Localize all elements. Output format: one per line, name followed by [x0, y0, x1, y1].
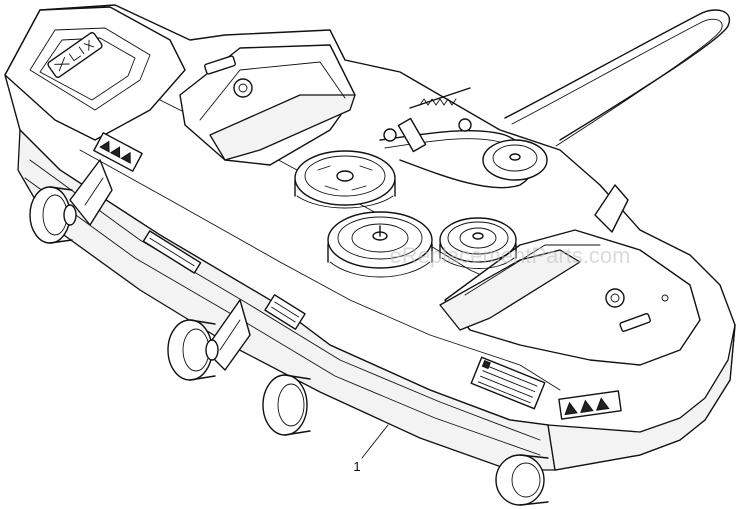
caster-wheel-2 [167, 319, 219, 381]
pulley-left [294, 150, 396, 209]
caster-wheel-3 [262, 374, 311, 436]
mount-bracket-left [69, 159, 113, 226]
warning-decal-left [93, 132, 143, 172]
pulley-right [439, 217, 517, 269]
drive-belt [504, 9, 731, 147]
left-belt-cover [4, 6, 186, 141]
right-belt-cover [439, 229, 701, 366]
caster-wheel-1 [29, 186, 77, 244]
idler-assembly [379, 87, 548, 189]
logo-emblem [47, 32, 103, 78]
mount-bracket-right [594, 184, 629, 233]
label-plate [264, 294, 306, 330]
deck-right-skirt [547, 324, 736, 471]
caster-wheel-4 [495, 454, 549, 506]
callout-label: 1 [353, 459, 360, 474]
cover-knob-icon[interactable] [605, 288, 625, 308]
warning-decal-center [470, 356, 546, 410]
callout-1: 1 [353, 424, 389, 474]
watermark-text: eReplacementParts.com [390, 243, 631, 268]
callout-leader-line [361, 424, 389, 459]
cover-knob-icon[interactable] [233, 78, 253, 98]
brand-label [142, 230, 202, 274]
warning-decal-right [558, 390, 622, 420]
center-belt-cover [179, 44, 356, 166]
pulley-center [327, 211, 433, 278]
